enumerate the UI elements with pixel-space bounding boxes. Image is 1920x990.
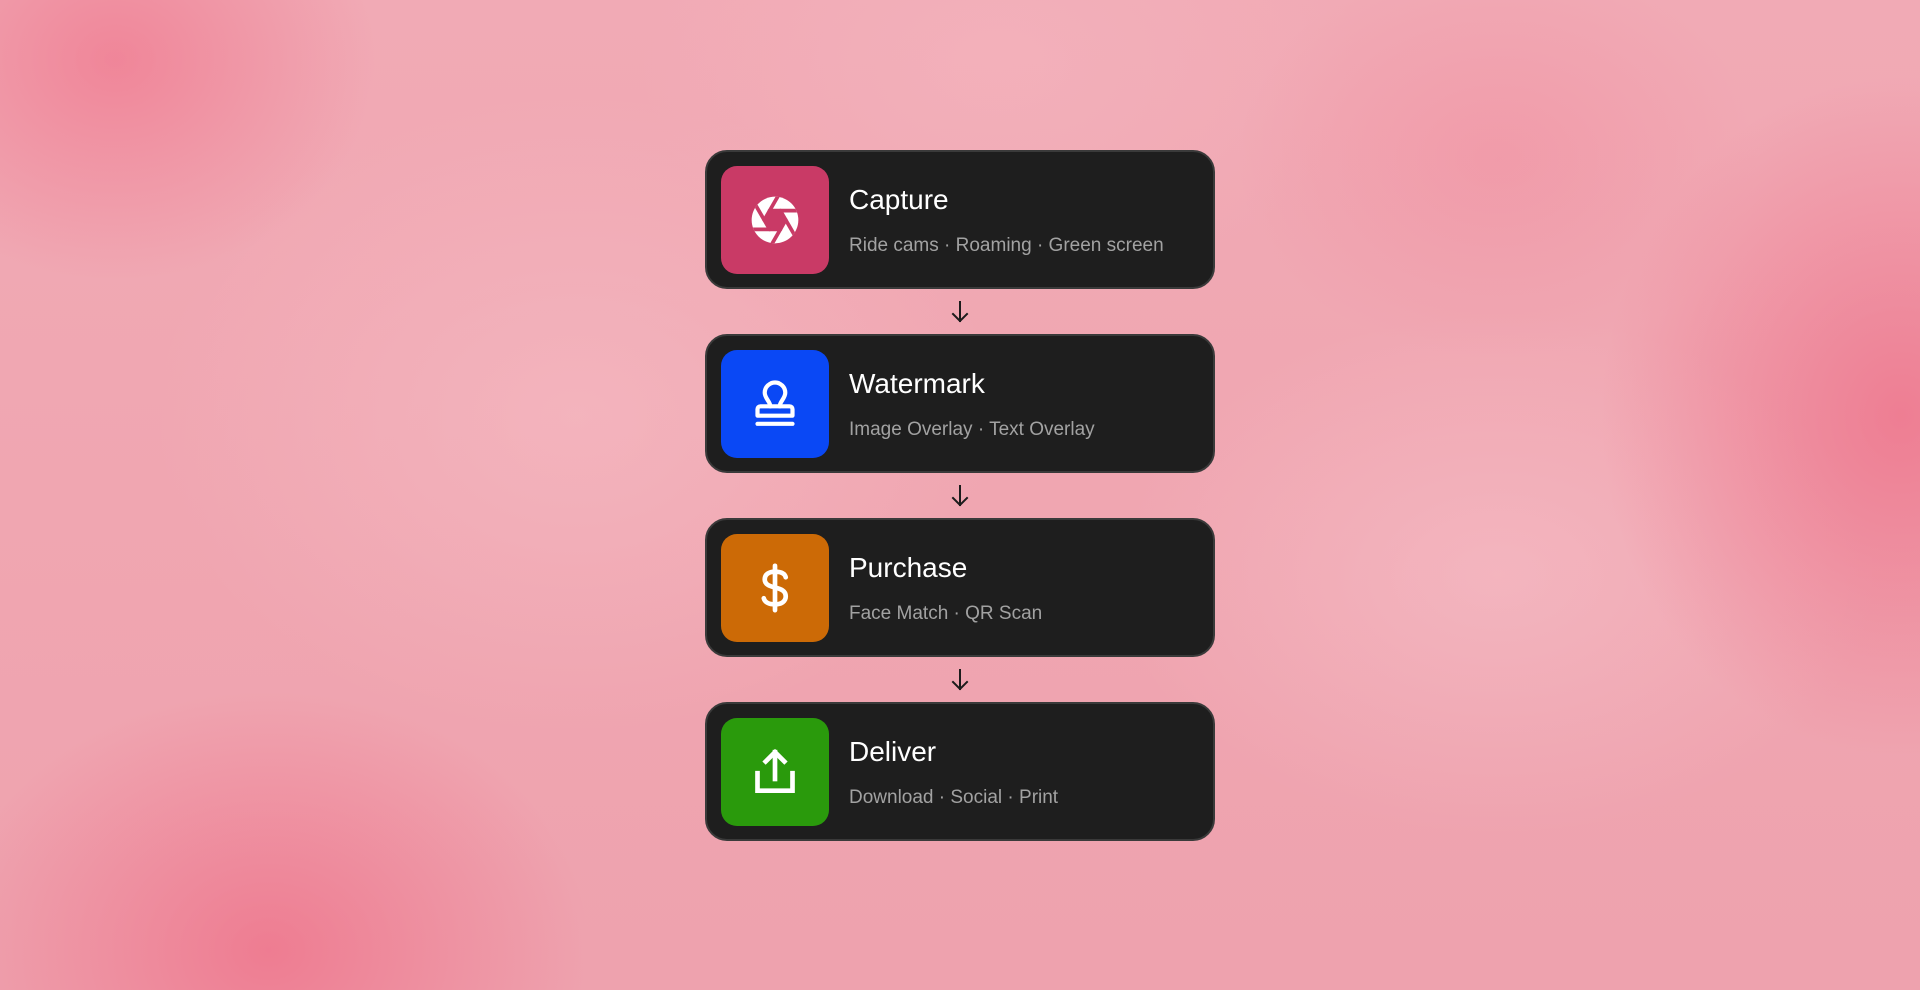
step-title: Deliver [849,736,937,767]
camera-aperture-icon [751,196,799,244]
step-card-deliver: Deliver Download · Social · Print [705,702,1215,841]
step-subtitle: Download · Social · Print [849,787,1059,808]
purchase-icon-tile [721,534,829,642]
step-subtitle: Face Match · QR Scan [849,603,1043,624]
step-card-purchase: Purchase Face Match · QR Scan [705,518,1215,657]
step-subtitle: Image Overlay · Text Overlay [849,419,1095,440]
upload-icon [755,748,795,793]
flow-connector [705,657,1215,702]
watermark-icon-tile [721,350,829,458]
arrow-down-icon [951,668,969,690]
step-card-capture: Capture Ride cams · Roaming · Green scre… [705,150,1215,289]
flow-connector [705,473,1215,518]
workflow-diagram: Capture Ride cams · Roaming · Green scre… [705,150,1215,841]
dollar-sign-icon [761,563,789,613]
step-title: Capture [849,184,949,215]
arrow-down-icon [951,300,969,322]
capture-icon-tile [721,166,829,274]
deliver-icon-tile [721,718,829,826]
step-subtitle: Ride cams · Roaming · Green screen [849,235,1164,256]
step-title: Purchase [849,552,968,583]
step-card-watermark: Watermark Image Overlay · Text Overlay [705,334,1215,473]
flow-connector [705,289,1215,334]
arrow-down-icon [951,484,969,506]
stamp-icon [755,380,795,426]
step-title: Watermark [849,368,985,399]
